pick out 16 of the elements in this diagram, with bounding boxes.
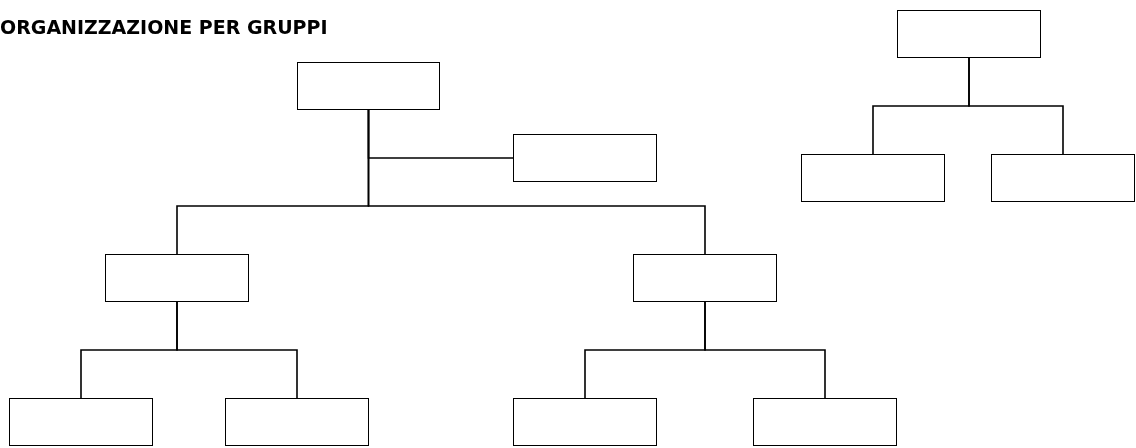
org-box	[991, 154, 1135, 202]
org-box	[897, 10, 1041, 58]
org-box	[801, 154, 945, 202]
org-box	[225, 398, 369, 446]
connector-line	[968, 57, 1064, 155]
org-box	[9, 398, 153, 446]
connector-line	[704, 301, 826, 399]
org-box	[633, 254, 777, 302]
org-box	[297, 62, 440, 110]
connector-line	[176, 301, 298, 399]
org-box	[513, 134, 657, 182]
diagram-title: ORGANIZZAZIONE PER GRUPPI	[0, 16, 328, 40]
org-box	[105, 254, 249, 302]
connector-line	[367, 109, 706, 255]
org-box	[753, 398, 897, 446]
org-box	[513, 398, 657, 446]
